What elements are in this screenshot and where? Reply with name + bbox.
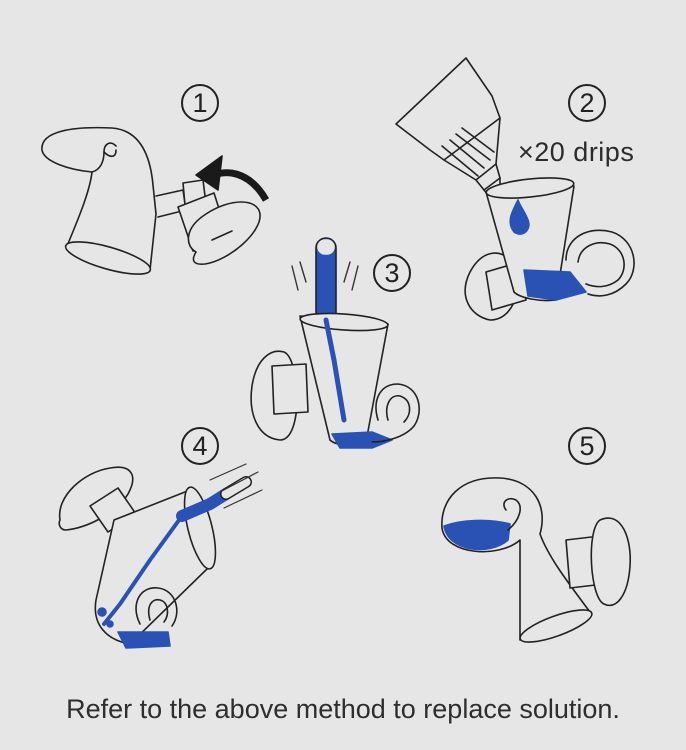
step-5-number: 5 [568, 427, 606, 465]
instruction-caption: Refer to the above method to replace sol… [66, 694, 620, 724]
reagent-bottle-icon [396, 58, 500, 200]
step-1-checker-icon [42, 128, 260, 281]
step-4-checker-icon [59, 464, 262, 648]
rotate-arrow-icon [196, 156, 266, 200]
step-4-number: 4 [181, 427, 219, 465]
step-1-number: 1 [181, 84, 219, 122]
step-3-number: 3 [373, 254, 411, 292]
step-2-checker-icon [465, 174, 634, 320]
step-2-number: 2 [568, 84, 606, 122]
drips-label: ×20 drips [518, 137, 635, 167]
step-3-checker-icon [251, 311, 419, 448]
step-5-checker-icon [442, 478, 630, 649]
